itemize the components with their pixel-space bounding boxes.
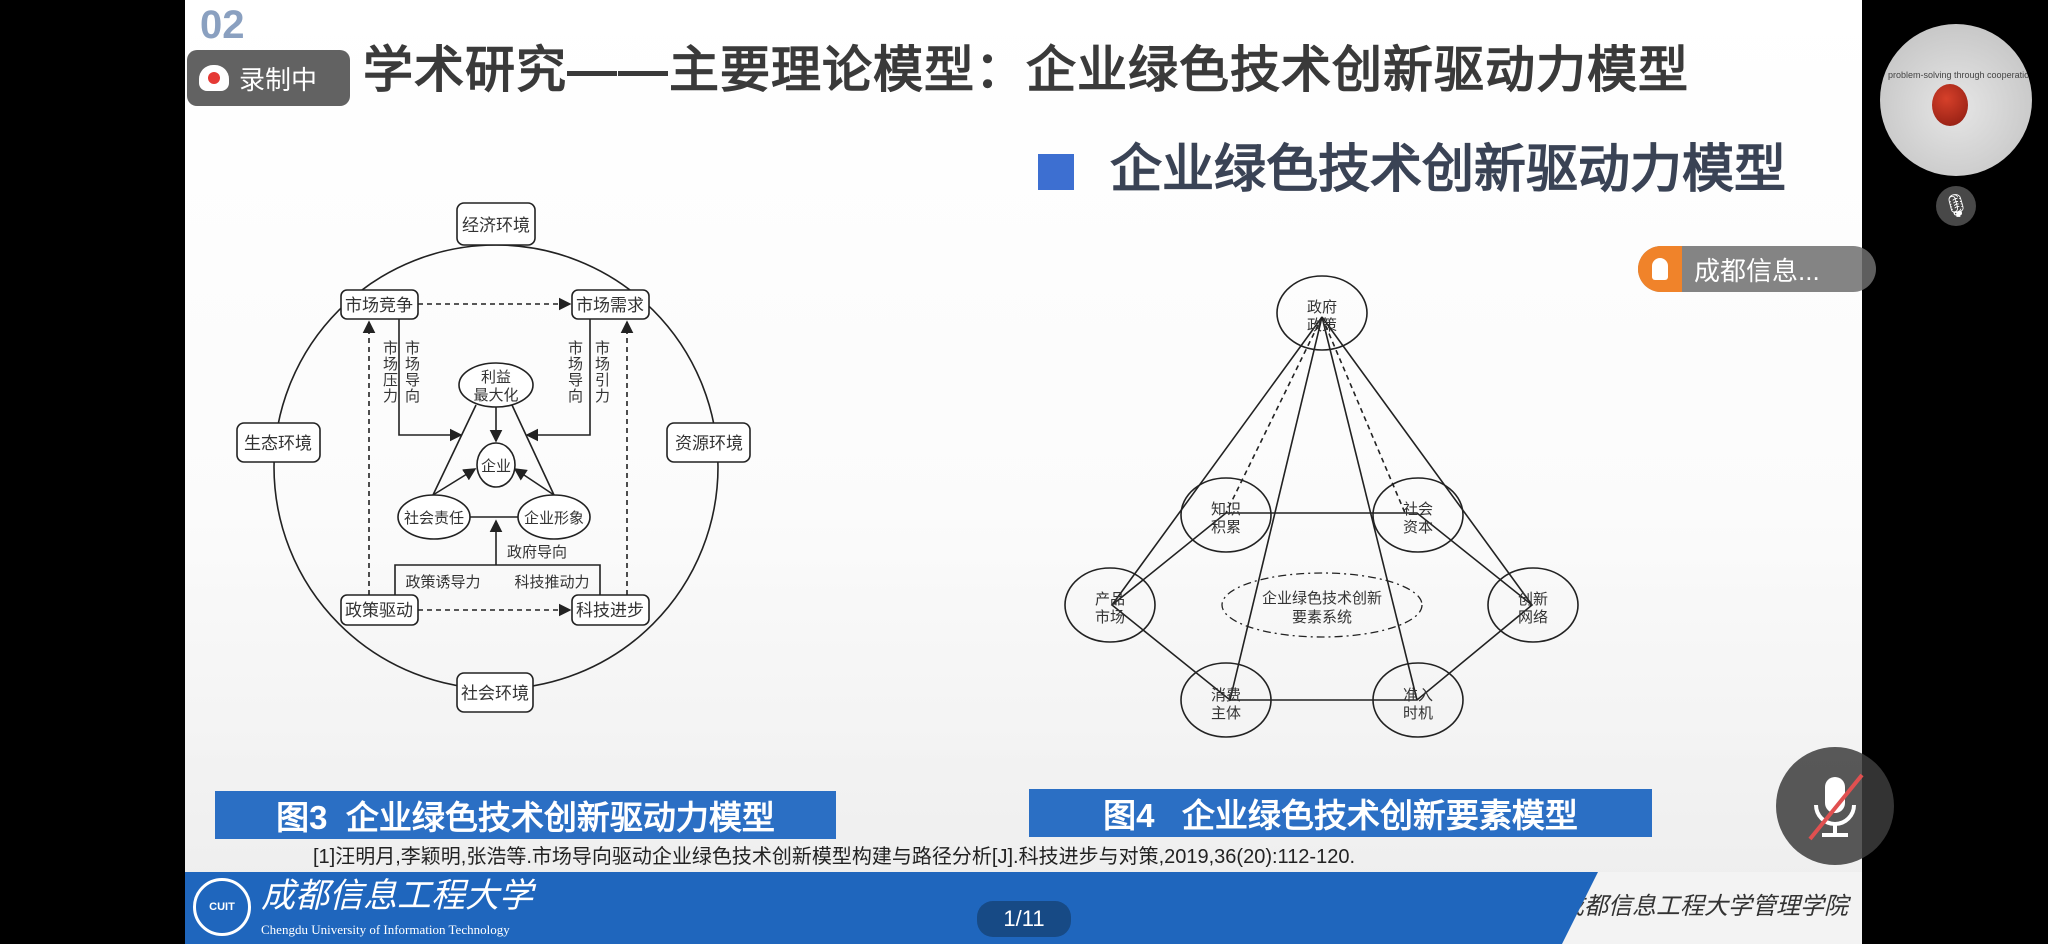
participant-name: 成都信息... xyxy=(1694,255,1820,286)
microphone-off-icon xyxy=(1808,773,1864,841)
label-market-pressure: 市场压力 xyxy=(381,340,399,404)
footer-right-panel: 成都信息工程大学管理学院 xyxy=(1562,872,1862,944)
node-product-market-1: 产品 xyxy=(1095,590,1125,608)
school-name: 成都信息工程大学管理学院 xyxy=(1560,893,1848,920)
mute-microphone-button[interactable] xyxy=(1776,747,1894,865)
node-entry-timing-2: 时机 xyxy=(1403,704,1433,722)
node-knowledge-2: 积累 xyxy=(1211,518,1241,536)
node-ecological-env: 生态环境 xyxy=(244,434,312,454)
node-enterprise: 企业 xyxy=(481,457,511,475)
node-profit-max: 最大化 xyxy=(473,386,518,404)
subtitle-bullet-icon xyxy=(1038,154,1074,190)
label-market-orientation-right: 市场导向 xyxy=(566,340,584,404)
camera-caption: problem-solving through cooperation xyxy=(1888,70,2032,80)
node-gov-1: 政府 xyxy=(1307,298,1337,316)
node-corporate-image: 企业形象 xyxy=(524,509,584,527)
node-economic-env: 经济环境 xyxy=(462,216,530,236)
label-policy-induction: 政策诱导力 xyxy=(405,573,480,591)
label-tech-push: 科技推动力 xyxy=(514,573,589,591)
node-market-demand: 市场需求 xyxy=(576,296,644,316)
node-resource-env: 资源环境 xyxy=(675,434,743,454)
node-gov-2: 政策 xyxy=(1307,316,1337,334)
node-innovation-network-1: 创新 xyxy=(1518,590,1548,608)
label-gov-orientation: 政府导向 xyxy=(507,543,567,561)
figure4-caption: 图4 企业绿色技术创新要素模型 xyxy=(1029,789,1652,837)
slide-title: 学术研究——主要理论模型：企业绿色技术创新驱动力模型 xyxy=(363,42,1689,98)
node-policy-drive: 政策驱动 xyxy=(345,601,413,621)
microphone-icon[interactable]: 🎙 xyxy=(1936,186,1976,226)
node-knowledge-1: 知识 xyxy=(1211,500,1241,518)
node-product-market-2: 市场 xyxy=(1095,608,1125,626)
node-entry-timing-1: 准入 xyxy=(1403,686,1433,704)
figure3-caption: 图3 企业绿色技术创新驱动力模型 xyxy=(215,791,836,839)
slide-subtitle: 企业绿色技术创新驱动力模型 xyxy=(1110,141,1787,199)
node-social-env: 社会环境 xyxy=(461,684,529,704)
participant-camera-view[interactable]: problem-solving through cooperation xyxy=(1880,24,2032,176)
university-name-cn: 成都信息工程大学 xyxy=(261,876,533,916)
node-social-capital-1: 社会 xyxy=(1403,500,1433,518)
label-market-attraction: 市场引力 xyxy=(593,340,611,404)
figure4-diagram: 政府 政策 知识 积累 社会 资本 产品 市场 创新 网络 消费 主体 准入 时… xyxy=(1064,275,1579,738)
node-consumer-2: 主体 xyxy=(1211,704,1241,722)
node-social-capital-2: 资本 xyxy=(1403,518,1433,536)
node-innovation-network-2: 网络 xyxy=(1518,608,1548,626)
reference-text: [1]汪明月,李颖明,张浩等.市场导向驱动企业绿色技术创新模型构建与路径分析[J… xyxy=(313,846,1356,868)
section-number: 02 xyxy=(200,3,245,47)
recording-indicator[interactable]: 录制中 xyxy=(187,50,350,106)
apple-image xyxy=(1932,84,1968,126)
user-icon xyxy=(1638,246,1682,292)
node-consumer-1: 消费 xyxy=(1211,686,1241,704)
node-social-responsibility: 社会责任 xyxy=(404,509,464,527)
node-tech-progress: 科技进步 xyxy=(576,601,644,621)
participant-name-pill[interactable]: 成都信息... xyxy=(1638,246,1876,292)
center-system-2: 要素系统 xyxy=(1292,608,1352,626)
university-emblem-icon: CUIT xyxy=(193,878,251,936)
center-system-1: 企业绿色技术创新 xyxy=(1262,589,1382,607)
node-market-competition: 市场竞争 xyxy=(345,296,413,316)
label-market-orientation-left: 市场导向 xyxy=(403,340,421,404)
page-indicator[interactable]: 1/11 xyxy=(977,901,1071,937)
university-name-en: Chengdu University of Information Techno… xyxy=(261,922,510,937)
recording-label: 录制中 xyxy=(239,64,318,95)
node-profit: 利益 xyxy=(481,368,511,386)
figure3-diagram: 经济环境 生态环境 资源环境 社会环境 市场竞争 市场需求 政策驱动 科技进步 … xyxy=(236,202,751,713)
recording-cloud-icon xyxy=(199,65,229,91)
